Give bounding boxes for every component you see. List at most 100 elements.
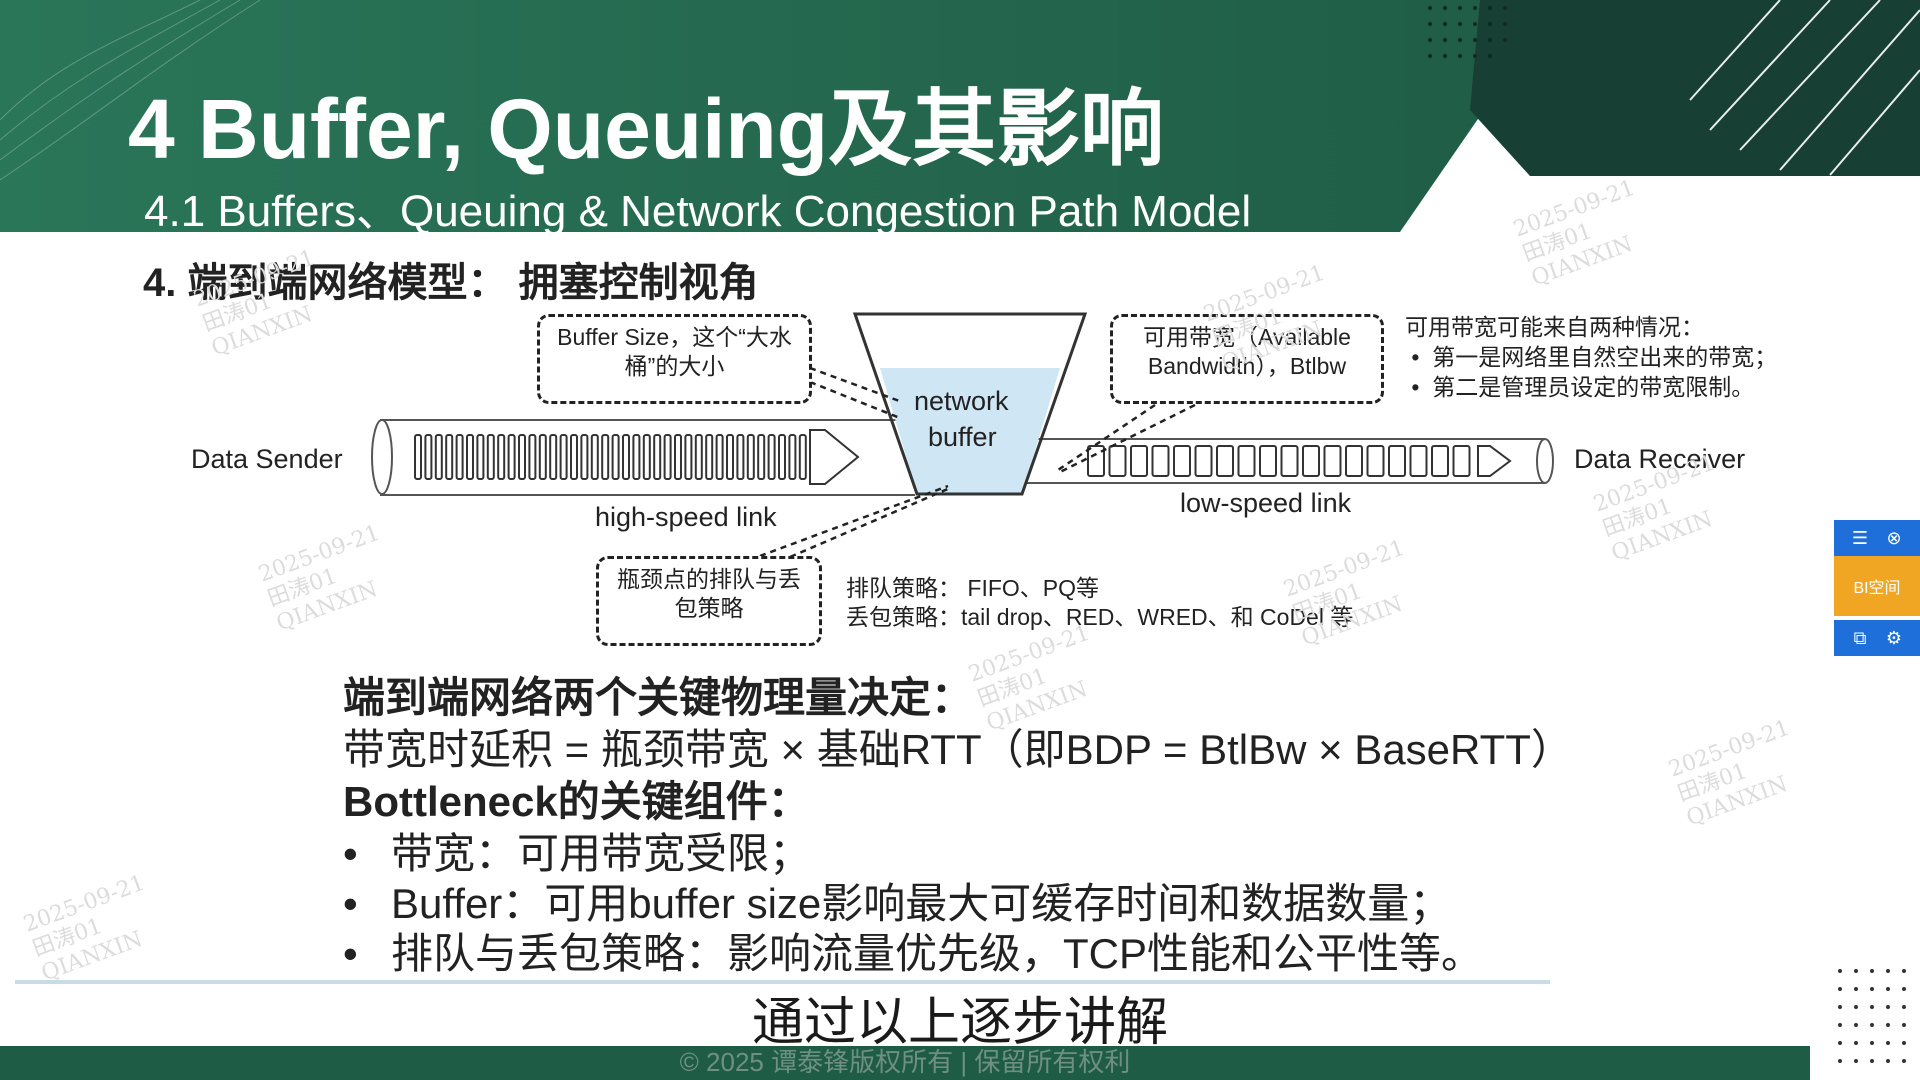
packet-slot — [1259, 445, 1277, 477]
packet-slot — [788, 434, 797, 480]
packet-slot — [767, 434, 776, 480]
network-buffer-label-line1: network — [914, 386, 1009, 416]
packet-slot — [580, 434, 589, 480]
packet-slot — [736, 434, 745, 480]
packet-slot — [757, 434, 766, 480]
low-speed-link-tube — [1025, 438, 1554, 484]
bullet-item: •Buffer：可用buffer size影响最大可缓存时间和数据数量； — [343, 880, 1452, 927]
packet-slot — [1216, 445, 1234, 477]
packet-slot — [549, 434, 558, 480]
settings-icon[interactable]: ⚙ — [1885, 627, 1903, 648]
buffer-size-callout-line1: Buffer Size，这个“大水 — [557, 324, 792, 350]
network-buffer-bucket — [852, 312, 1088, 496]
bullet-item: •排队与丢包策略：影响流量优先级，TCP性能和公平性等。 — [343, 930, 1484, 977]
packet-slot — [653, 434, 662, 480]
bandwidth-note: 可用带宽可能来自两种情况： • 第一是网络里自然空出来的带宽； • 第二是管理员… — [1405, 312, 1777, 402]
close-circle-icon[interactable]: ⊗ — [1886, 527, 1902, 548]
packet-slot — [684, 434, 693, 480]
packet-slot — [424, 434, 433, 480]
video-progress-line — [15, 980, 1550, 984]
copyright-text: © 2025 谭泰锋版权所有 | 保留所有权利 — [679, 1047, 1131, 1077]
slide-title: 4 Buffer, Queuing及其影响 — [128, 82, 1165, 176]
packet-slot — [1409, 445, 1428, 477]
packet-slot — [1388, 445, 1406, 477]
high-speed-link-tube — [371, 419, 915, 496]
packet-slot — [1366, 445, 1385, 477]
packet-slot — [1237, 445, 1256, 477]
packet-slot — [559, 434, 568, 480]
slide-subtitle: 4.1 Buffers、Queuing & Network Congestion… — [144, 187, 1252, 236]
packet-slot — [622, 434, 630, 480]
list-icon[interactable]: ☰ — [1851, 527, 1869, 548]
packet-slot — [1345, 445, 1363, 477]
packet-slot — [694, 434, 703, 480]
body-heading-bottleneck: Bottleneck的关键组件： — [343, 778, 810, 825]
packet-slot — [1431, 445, 1449, 477]
bi-space-button[interactable]: BI空间 — [1834, 556, 1920, 616]
packet-slot — [497, 434, 506, 480]
subtitle-caption: 通过以上逐步讲解 — [751, 994, 1168, 1052]
header-banner — [0, 0, 1920, 232]
packet-slot — [445, 434, 454, 480]
packet-slot — [476, 434, 485, 480]
packet-slot — [1194, 445, 1213, 477]
low-speed-link-label: low-speed link — [1180, 488, 1352, 518]
packet-slot — [663, 434, 672, 480]
popout-icon[interactable]: ⧉ — [1853, 627, 1867, 648]
packet-slot — [590, 434, 599, 480]
packet-slot — [1280, 445, 1299, 477]
packet-slot — [455, 434, 464, 480]
section-heading: 4. 端到端网络模型： 拥塞控制视角 — [143, 261, 759, 305]
packet-slot — [1452, 445, 1471, 477]
data-receiver-label: Data Receiver — [1574, 444, 1746, 474]
packet-slot — [778, 434, 786, 480]
packet-slot — [674, 434, 682, 480]
packet-slot — [414, 434, 422, 480]
packet-slot — [466, 434, 474, 480]
packet-slot — [538, 434, 547, 480]
packet-slot — [798, 434, 807, 480]
packet-slot — [1151, 445, 1170, 477]
packet-slot — [601, 434, 610, 480]
bandwidth-note-item: • 第一是网络里自然空出来的带宽； — [1405, 344, 1778, 370]
toolbar-top-row: ☰ ⊗ — [1834, 520, 1920, 556]
packet-slot — [642, 434, 651, 480]
body-heading-physical-quantities: 端到端网络两个关键物理量决定： — [343, 674, 974, 721]
packet-slot — [715, 434, 724, 480]
packet-slot — [1173, 445, 1191, 477]
packet-slot — [1108, 445, 1127, 477]
toolbar-bottom-row: ⧉ ⚙ — [1834, 620, 1920, 656]
queue-policy-text: 排队策略： FIFO、PQ等 — [846, 575, 1099, 601]
bdp-formula: 带宽时延积 = 瓶颈带宽 × 基础RTT（即BDP = BtlBw × Base… — [343, 726, 1573, 773]
available-bandwidth-callout-line1: 可用带宽（Available — [1143, 324, 1351, 350]
buffer-size-callout: Buffer Size，这个“大水 桶”的大小 — [537, 314, 812, 404]
packet-slot — [705, 434, 714, 480]
available-bandwidth-callout: 可用带宽（Available Bandwidth），Btlbw — [1110, 314, 1384, 404]
buffer-size-callout-line2: 桶”的大小 — [624, 353, 725, 379]
packet-slot — [507, 434, 516, 480]
high-speed-link-label: high-speed link — [595, 502, 777, 532]
packet-slot — [518, 434, 526, 480]
packet-slot — [486, 434, 495, 480]
queue-drop-callout-line2: 包策略 — [674, 595, 744, 621]
drop-policy-text: 丢包策略：tail drop、RED、WRED、和 CoDel 等 — [846, 604, 1354, 630]
queue-drop-callout-line1: 瓶颈点的排队与丢 — [617, 566, 801, 592]
packet-slot — [726, 434, 734, 480]
side-toolbar: ☰ ⊗ BI空间 ⧉ ⚙ — [1834, 520, 1920, 656]
available-bandwidth-callout-line2: Bandwidth），Btlbw — [1147, 353, 1347, 379]
footer-bar — [0, 1046, 1810, 1080]
packet-slot — [1130, 445, 1148, 477]
queue-drop-callout: 瓶颈点的排队与丢 包策略 — [596, 556, 822, 646]
packet-slot — [1302, 445, 1320, 477]
packet-slot — [434, 434, 443, 480]
packet-slot — [528, 434, 537, 480]
bandwidth-note-item: • 第二是管理员设定的带宽限制。 — [1405, 374, 1755, 400]
packet-slot — [1323, 445, 1342, 477]
packet-slot — [632, 434, 641, 480]
network-buffer-label-line2: buffer — [928, 422, 997, 452]
data-sender-label: Data Sender — [191, 444, 343, 474]
packet-slot — [746, 434, 755, 480]
bandwidth-note-title: 可用带宽可能来自两种情况： — [1405, 314, 1704, 340]
packet-slot — [611, 434, 620, 480]
